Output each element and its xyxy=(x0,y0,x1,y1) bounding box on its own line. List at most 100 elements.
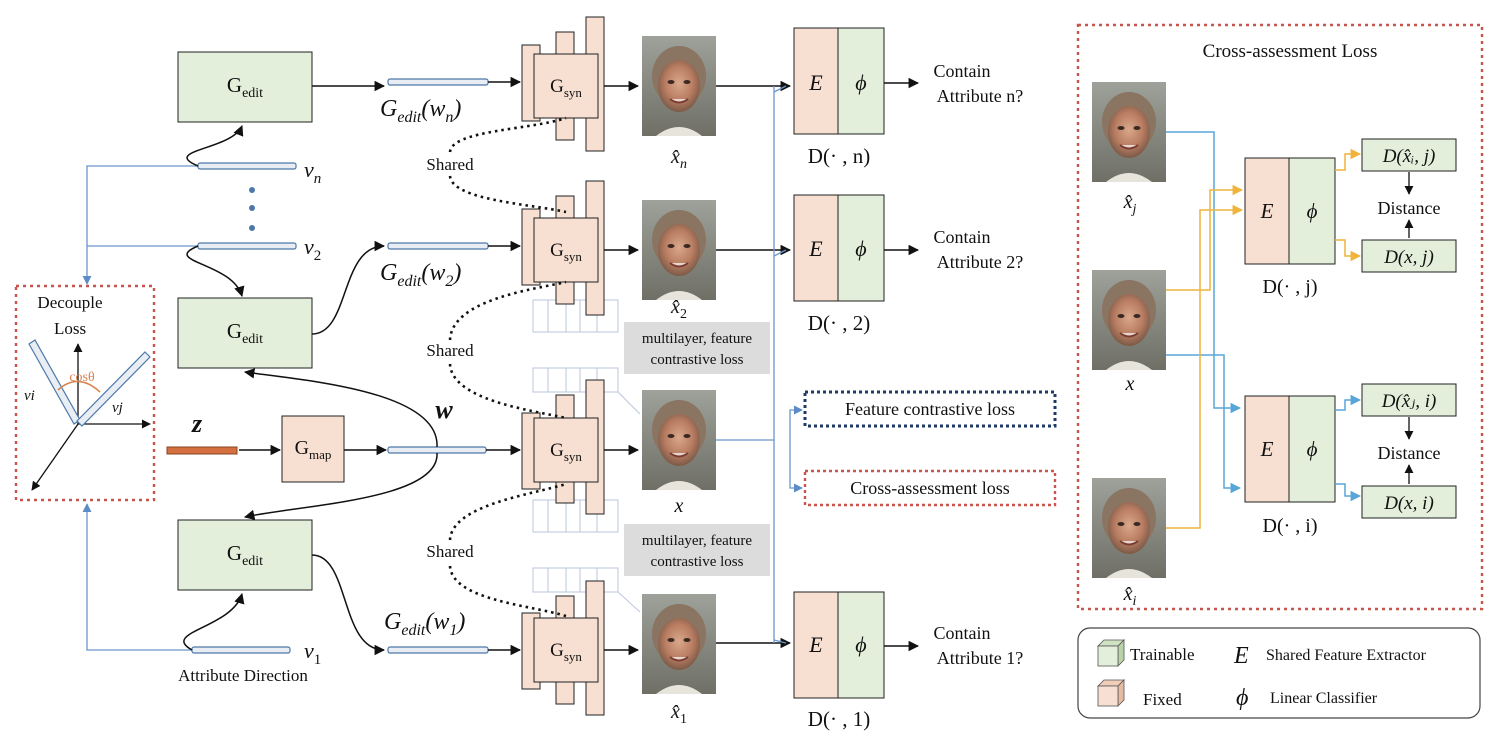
v1-label: v1 xyxy=(304,638,321,668)
svg-text:Gmap: Gmap xyxy=(295,437,332,462)
face-image-xhat-j xyxy=(1091,81,1167,183)
v2-vector-bar xyxy=(197,242,297,250)
contain-1-line1: Contain xyxy=(934,623,991,643)
vn-label: vn xyxy=(304,157,321,187)
d-n-label: D(· , n) xyxy=(808,144,870,168)
svg-text:E: E xyxy=(808,236,823,261)
face-image-xn xyxy=(641,35,717,137)
dj-to-top-arrow xyxy=(1335,148,1362,171)
contain-1-line2: Attribute 1? xyxy=(937,648,1023,668)
v1-feedback-line xyxy=(82,503,196,651)
x1-blue-join xyxy=(773,639,787,644)
legend-trainable-label: Trainable xyxy=(1130,645,1195,664)
contain-n-line1: Contain xyxy=(934,61,991,81)
d-2-label: D(· , 2) xyxy=(808,311,870,335)
xhat-i-label: x̂i xyxy=(1123,583,1137,609)
shared-arrow-up-2 xyxy=(448,280,567,341)
v2-to-gedit-arrow xyxy=(186,245,245,298)
g-edit-box-top: Gedit xyxy=(177,51,313,123)
vn-vector-bar xyxy=(197,162,297,170)
multilayer-label-lower: multilayer, feature contrastive loss xyxy=(624,524,770,576)
face-image-x2 xyxy=(641,199,717,301)
svg-text:Gsyn: Gsyn xyxy=(550,240,582,264)
feature-contrastive-loss-box: Feature contrastive loss xyxy=(803,390,1057,428)
angle-arc xyxy=(57,380,101,393)
vj-label: vj xyxy=(112,400,123,416)
v2-label: v2 xyxy=(304,234,321,264)
output-d-xhat-j-i: D(x̂ⱼ, i) xyxy=(1361,383,1457,417)
shared-label-2: Shared xyxy=(426,341,474,360)
x-label-right: x xyxy=(1125,373,1135,395)
gedit-w1-bar xyxy=(387,646,489,654)
g-syn-block-n: Gsyn xyxy=(521,16,605,152)
vi-label: vi xyxy=(24,388,35,404)
v1-to-gedit-arrow xyxy=(183,592,245,651)
legend: Trainable Fixed E Shared Feature Extract… xyxy=(1077,627,1481,719)
x-collector-line xyxy=(716,86,775,441)
svg-text:D(x̂ᵢ, j): D(x̂ᵢ, j) xyxy=(1382,146,1436,167)
svg-text:Gsyn: Gsyn xyxy=(550,76,582,100)
xhat-2-label: x̂2 xyxy=(670,296,687,322)
gedit-w2-bar xyxy=(387,242,489,250)
face-image-xhat-i xyxy=(1091,477,1167,579)
x2-blue-join xyxy=(773,249,787,257)
shared-arrow-down-1 xyxy=(448,175,567,214)
svg-text:multilayer, feature: multilayer, feature xyxy=(642,331,753,347)
shared-arrow-up-1 xyxy=(448,116,567,153)
ellipsis-dot xyxy=(249,187,255,193)
legend-trainable-swatch xyxy=(1097,639,1125,667)
xhat-1-label: x̂1 xyxy=(670,701,687,727)
w-label: w xyxy=(435,395,453,424)
gedit-bottom-out-arrow xyxy=(311,554,386,656)
z-label: z xyxy=(191,409,203,438)
svg-text:Gedit: Gedit xyxy=(227,319,263,347)
legend-fixed-label: Fixed xyxy=(1143,690,1182,709)
distance-label-j: Distance xyxy=(1378,198,1441,218)
cross-assessment-loss-box: Cross-assessment loss xyxy=(803,469,1057,507)
gedit-middle-out-arrow xyxy=(311,240,386,335)
svg-text:ϕ: ϕ xyxy=(855,236,866,261)
vn-feedback-line xyxy=(82,165,200,285)
vector-vj xyxy=(76,351,151,427)
decouple-loss-panel: Decouple Loss cosθ vi vj xyxy=(14,284,156,502)
xhat-i-to-dj-yellow-line xyxy=(1166,204,1244,529)
cross-assessment-title: Cross-assessment Loss xyxy=(1203,41,1378,62)
ellipsis-dot xyxy=(249,225,255,231)
cos-theta-label: cosθ xyxy=(69,370,95,385)
xn-blue-join xyxy=(773,85,787,93)
ellipsis-dot xyxy=(249,205,255,211)
xhat-j-label: x̂j xyxy=(1123,191,1137,217)
x-to-di-blue-line xyxy=(1166,354,1242,494)
to-cross-assessment-arrow xyxy=(789,440,803,493)
attribute-direction-label: Attribute Direction xyxy=(178,666,308,685)
legend-phi-symbol: ϕ xyxy=(1236,685,1248,711)
cross-assessment-panel: Cross-assessment Loss x̂j x x̂i E ϕ D(· … xyxy=(1076,23,1484,611)
svg-text:D(x, j): D(x, j) xyxy=(1383,247,1434,268)
discriminator-n: E ϕ D(· , n) xyxy=(793,27,885,168)
face-image-x xyxy=(641,389,717,491)
legend-shared-feature-extractor-label: Shared Feature Extractor xyxy=(1266,647,1427,664)
svg-text:ϕ: ϕ xyxy=(1307,199,1318,223)
discriminator-j: E ϕ D(· , j) xyxy=(1244,157,1336,298)
discriminator-1: E ϕ D(· , 1) xyxy=(793,591,885,731)
svg-text:E: E xyxy=(808,70,823,95)
to-feature-contrastive-arrow xyxy=(789,405,803,440)
gedit-w2-label: Gedit(w2) xyxy=(380,260,461,290)
svg-text:Gedit: Gedit xyxy=(227,541,263,569)
output-d-xhat-i-j: D(x̂ᵢ, j) xyxy=(1361,138,1457,172)
svg-text:ϕ: ϕ xyxy=(855,632,866,657)
shared-label-3: Shared xyxy=(426,542,474,561)
svg-text:E: E xyxy=(1260,437,1274,461)
contain-2-line2: Attribute 2? xyxy=(937,252,1023,272)
dj-to-bottom-arrow xyxy=(1335,239,1362,262)
w-to-gedit-bottom-arrow xyxy=(243,452,438,521)
z-vector-bar xyxy=(166,446,238,455)
d-1-label: D(· , 1) xyxy=(808,707,870,731)
svg-text:contrastive loss: contrastive loss xyxy=(651,352,744,368)
di-to-top-arrow xyxy=(1335,394,1362,411)
g-syn-block-x: Gsyn xyxy=(521,367,641,533)
d-i-label: D(· , i) xyxy=(1263,515,1318,537)
svg-text:multilayer, feature: multilayer, feature xyxy=(642,533,753,549)
svg-text:Cross-assessment loss: Cross-assessment loss xyxy=(850,478,1010,498)
